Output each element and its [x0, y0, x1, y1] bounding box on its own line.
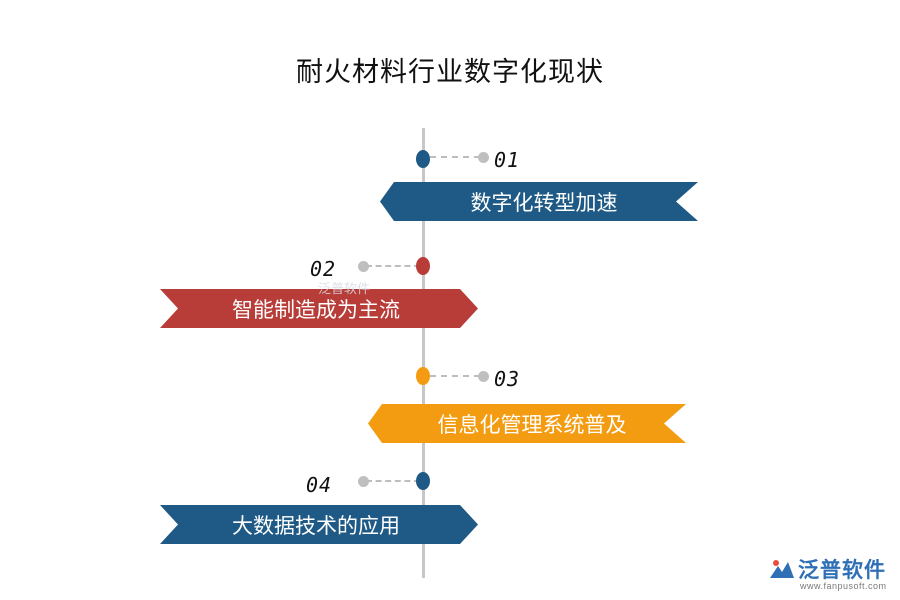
connector-dot-01 [478, 152, 489, 163]
step-label-02: 智能制造成为主流 [232, 297, 400, 322]
watermark-text: 泛普软件 [318, 282, 371, 297]
connector-dot-02 [358, 261, 369, 272]
brand-name: 泛普软件 [798, 558, 886, 582]
connector-dot-03 [478, 371, 489, 382]
step-banner-03: 信息化管理系统普及 [368, 404, 686, 443]
step-banner-02: 智能制造成为主流 [160, 289, 478, 328]
step-label-03: 信息化管理系统普及 [437, 412, 627, 437]
brand-mark-icon [770, 560, 794, 578]
timeline-node-04 [416, 472, 430, 490]
timeline-node-02 [416, 257, 430, 275]
connector-dot-04 [358, 476, 369, 487]
connector-01 [430, 156, 480, 158]
step-number-02: 02 [310, 257, 337, 281]
step-number-01: 01 [494, 148, 521, 172]
timeline-node-03 [416, 367, 430, 385]
step-label-01: 数字化转型加速 [470, 190, 618, 215]
step-banner-04: 大数据技术的应用 [160, 505, 478, 544]
step-label-04: 大数据技术的应用 [232, 513, 400, 538]
step-banner-01: 数字化转型加速 [380, 182, 698, 221]
step-number-04: 04 [306, 473, 333, 497]
timeline-spine [422, 128, 425, 578]
brand-logo: 泛普软件 www.fanpusoft.com [768, 554, 892, 594]
page-title: 耐火材料行业数字化现状 [296, 57, 604, 88]
brand-url: www.fanpusoft.com [800, 581, 887, 591]
step-number-03: 03 [494, 367, 521, 391]
timeline-node-01 [416, 150, 430, 168]
connector-02 [366, 265, 420, 267]
connector-03 [430, 375, 480, 377]
connector-04 [366, 480, 420, 482]
